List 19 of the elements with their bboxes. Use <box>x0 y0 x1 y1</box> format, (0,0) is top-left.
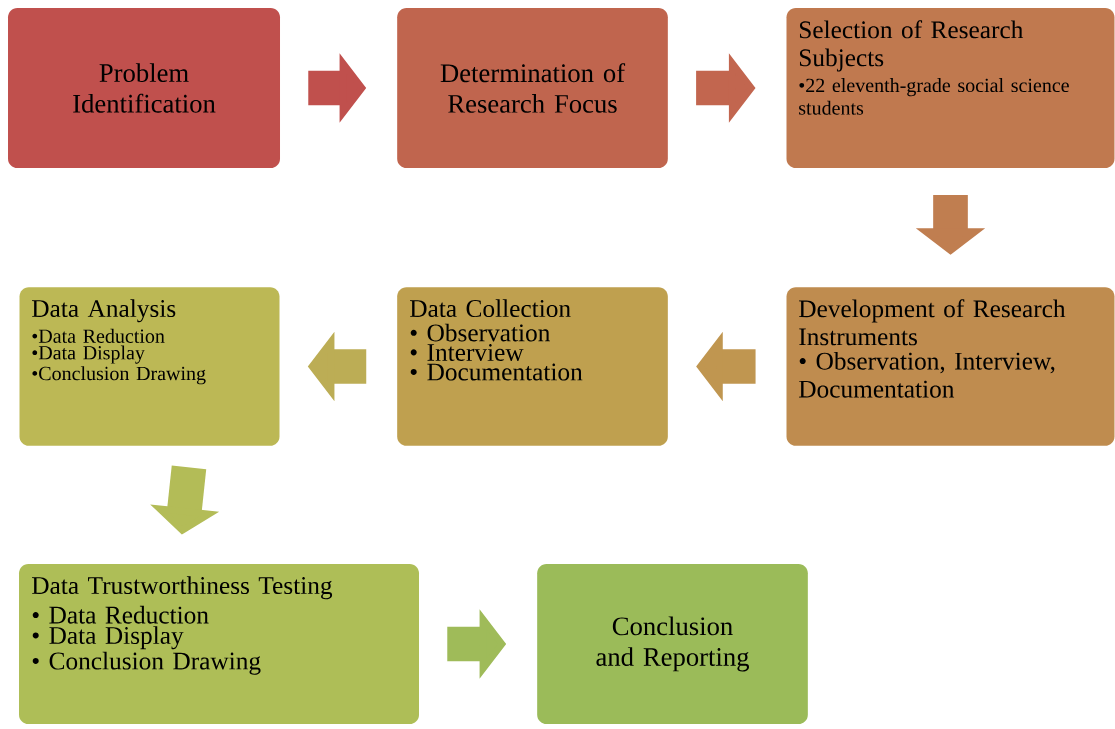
box-heading: Data Analysis <box>32 299 176 323</box>
bullet-item: • Observation <box>410 323 550 342</box>
box-heading: Data Collection <box>410 299 571 318</box>
box-heading: Development of Research Instruments <box>799 299 1066 346</box>
bullet-item: •Data Reduction <box>32 328 165 343</box>
bullet-item: •Conclusion Drawing <box>32 366 206 385</box>
bullet-item: • Interview <box>410 344 524 361</box>
bullet-item: •22 eleventh-grade social science students <box>799 78 1069 115</box>
box-label: Determination of Research Focus <box>440 63 626 113</box>
box-heading: Data Trustworthiness Testing <box>32 576 333 600</box>
box-label: Problem Identification <box>73 63 216 113</box>
bullet-item: • Observation, Interview, Documentation <box>799 351 1055 398</box>
bullet-item: • Conclusion Drawing <box>32 651 261 675</box>
bullet-item: • Data Display <box>32 626 184 650</box>
bullet-item: •Data Display <box>32 345 145 364</box>
bullet-item: • Data Reduction <box>32 605 209 624</box>
bullet-item: • Documentation <box>410 363 583 381</box>
box-heading: Selection of Research Subjects <box>799 20 1024 72</box>
box-label: Conclusion and Reporting <box>596 616 749 672</box>
